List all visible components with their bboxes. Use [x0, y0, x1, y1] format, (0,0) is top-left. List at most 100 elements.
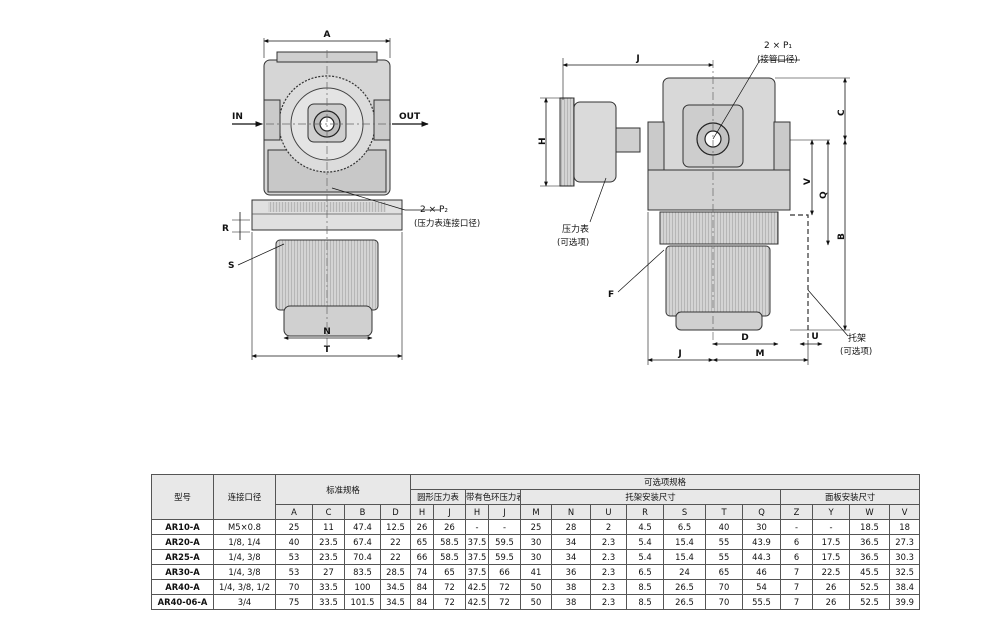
cell-value: 84: [410, 594, 434, 610]
cell-value: 55: [705, 549, 743, 565]
table-row: AR10-A M5×0.8 25 11 47.4 12.5 26 26 - - …: [151, 519, 921, 535]
left-p2-desc: (压力表连接口径): [414, 218, 480, 229]
cell-value: 5.4: [626, 549, 664, 565]
cell-value: 11: [312, 519, 345, 535]
cell-value: 33.5: [312, 594, 345, 610]
cell-value: 6.5: [626, 564, 664, 580]
cell-value: 26.5: [663, 579, 706, 595]
cell-value: 65: [705, 564, 743, 580]
table-row: AR40-A 1/4, 3/8, 1/2 70 33.5 100 34.5 84…: [151, 579, 921, 595]
right-dim-c-label: C: [837, 109, 847, 116]
cell-value: 4.5: [626, 519, 664, 535]
cell-value: 58.5: [433, 534, 466, 550]
right-f-leader: [617, 249, 665, 293]
cell-port: 1/4, 3/8: [213, 549, 276, 565]
cell-value: 53: [275, 564, 313, 580]
right-regulator-view: J 2 × P₁ (接管口径) C H V Q B 压力表 (可选项) F: [538, 41, 872, 365]
col-t: T: [705, 504, 743, 520]
right-dim-m-label: M: [756, 349, 765, 359]
cell-value: 72: [433, 579, 466, 595]
right-ring-nut: [659, 211, 779, 245]
cell-value: 8.5: [626, 594, 664, 610]
cell-value: 66: [410, 549, 434, 565]
col-y: Y: [812, 504, 850, 520]
right-p1-desc: (接管口径): [757, 54, 798, 65]
cell-value: 70: [705, 594, 743, 610]
cell-value: 75: [275, 594, 313, 610]
cell-value: 84: [410, 579, 434, 595]
cell-value: 17.5: [812, 549, 850, 565]
cell-value: 46: [742, 564, 781, 580]
right-dim-d-label: D: [741, 333, 748, 343]
cell-value: -: [812, 519, 850, 535]
cell-value: 70: [705, 579, 743, 595]
cell-value: 18: [888, 519, 921, 535]
th-port: 连接口径: [213, 474, 276, 520]
left-in-label: IN: [232, 112, 243, 122]
col-r: R: [626, 504, 664, 520]
cell-value: 74: [410, 564, 434, 580]
right-bracket-label: 托架: [848, 332, 866, 344]
right-body-side-right: [773, 121, 791, 173]
col-n: N: [551, 504, 591, 520]
cell-value: 50: [520, 594, 552, 610]
cell-port: 1/8, 1/4: [213, 534, 276, 550]
cell-value: 54: [742, 579, 781, 595]
cell-value: 37.5: [465, 534, 489, 550]
cell-value: 32.5: [888, 564, 921, 580]
cell-value: 43.9: [742, 534, 781, 550]
cell-value: 15.4: [663, 534, 706, 550]
left-port-in-flange: [263, 99, 281, 141]
right-dim-f-label: F: [608, 290, 614, 300]
right-p1-leader: [712, 59, 761, 140]
cell-value: 72: [433, 594, 466, 610]
th-model: 型号: [151, 474, 214, 520]
right-knob: [665, 245, 771, 317]
cell-value: 65: [433, 564, 466, 580]
left-dim-r-label: R: [222, 224, 229, 234]
cell-model: AR40-A: [151, 579, 214, 595]
cell-value: 12.5: [380, 519, 411, 535]
cell-value: 6: [780, 549, 813, 565]
cell-value: 66: [488, 564, 521, 580]
cell-value: 6.5: [663, 519, 706, 535]
right-gauge-desc: (可选项): [557, 237, 589, 248]
cell-value: 2.3: [590, 549, 627, 565]
technical-drawing: A IN OUT 2 × P₂ (压力表连接口径) R S N T: [222, 30, 872, 365]
cell-value: 34.5: [380, 594, 411, 610]
cell-value: 30.3: [888, 549, 921, 565]
col-s: S: [663, 504, 706, 520]
cell-value: 52.5: [849, 579, 890, 595]
right-bracket: [790, 214, 809, 340]
cell-value: 42.5: [465, 594, 489, 610]
cell-value: 26: [433, 519, 466, 535]
cell-value: 44.3: [742, 549, 781, 565]
col-v: V: [888, 504, 921, 520]
left-dim-t-label: T: [324, 345, 331, 355]
col-h-color: H: [465, 504, 489, 520]
cell-value: 8.5: [626, 579, 664, 595]
cell-value: 2.3: [590, 594, 627, 610]
right-knob-cap: [675, 311, 763, 331]
right-dim-v-label: V: [803, 178, 813, 185]
cell-value: 25: [275, 519, 313, 535]
table-row: AR40-06-A 3/4 75 33.5 101.5 34.5 84 72 4…: [151, 594, 921, 610]
right-gauge-stem: [615, 127, 641, 153]
cell-model: AR40-06-A: [151, 594, 214, 610]
cell-value: 58.5: [433, 549, 466, 565]
cell-value: 70: [275, 579, 313, 595]
cell-value: 22: [380, 549, 411, 565]
left-dim-n-label: N: [323, 327, 331, 337]
cell-model: AR10-A: [151, 519, 214, 535]
table-row: AR30-A 1/4, 3/8 53 27 83.5 28.5 74 65 37…: [151, 564, 921, 580]
col-j-color: J: [488, 504, 521, 520]
cell-value: 45.5: [849, 564, 890, 580]
cell-port: 3/4: [213, 594, 276, 610]
cell-value: 2.3: [590, 534, 627, 550]
cell-value: 7: [780, 594, 813, 610]
cell-value: 24: [663, 564, 706, 580]
cell-model: AR20-A: [151, 534, 214, 550]
cell-value: 52.5: [849, 594, 890, 610]
cell-value: 22: [380, 534, 411, 550]
cell-value: 7: [780, 579, 813, 595]
